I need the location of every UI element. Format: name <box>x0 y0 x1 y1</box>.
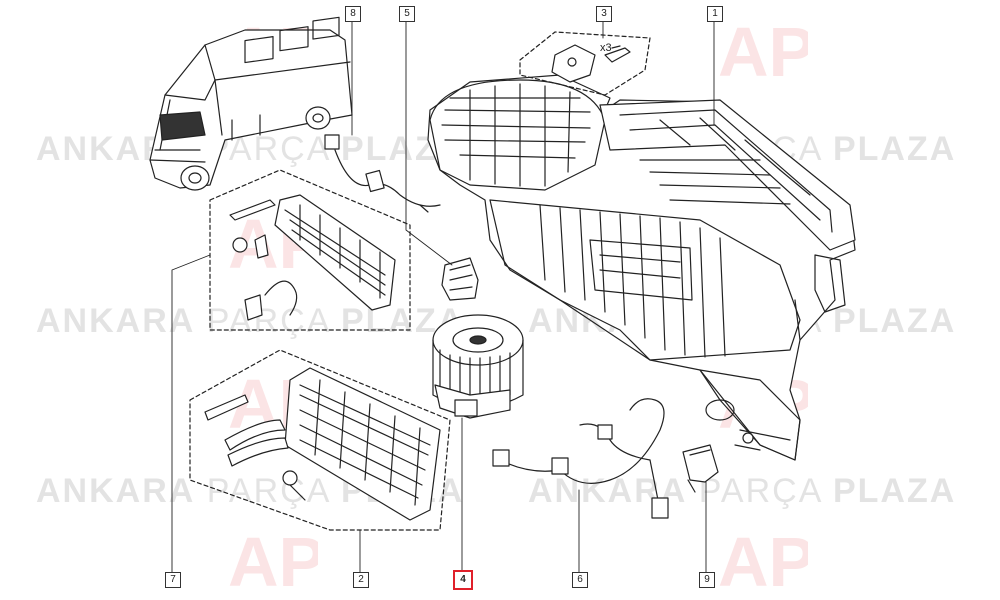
callout-8: 8 <box>345 6 361 22</box>
callout-9: 9 <box>699 572 715 588</box>
van-illustration <box>149 16 353 191</box>
callout-7: 7 <box>165 572 181 588</box>
wiring-harness-6 <box>492 398 669 519</box>
blower-resistor <box>441 257 479 301</box>
blower-motor <box>432 314 524 419</box>
callout-3: 3 <box>596 6 612 22</box>
quantity-note: x3 <box>600 42 612 54</box>
wiring-harness-8 <box>324 134 441 213</box>
relay-module <box>682 432 761 493</box>
hvac-housing <box>427 74 856 461</box>
leader-lines <box>171 20 715 573</box>
callout-4-highlighted: 4 <box>453 570 473 590</box>
callout-1: 1 <box>707 6 723 22</box>
pollen-filter-group <box>209 169 411 331</box>
callout-5: 5 <box>399 6 415 22</box>
callout-2: 2 <box>353 572 369 588</box>
actuator-group <box>519 31 651 96</box>
heater-core-group <box>189 349 451 531</box>
callout-6: 6 <box>572 572 588 588</box>
